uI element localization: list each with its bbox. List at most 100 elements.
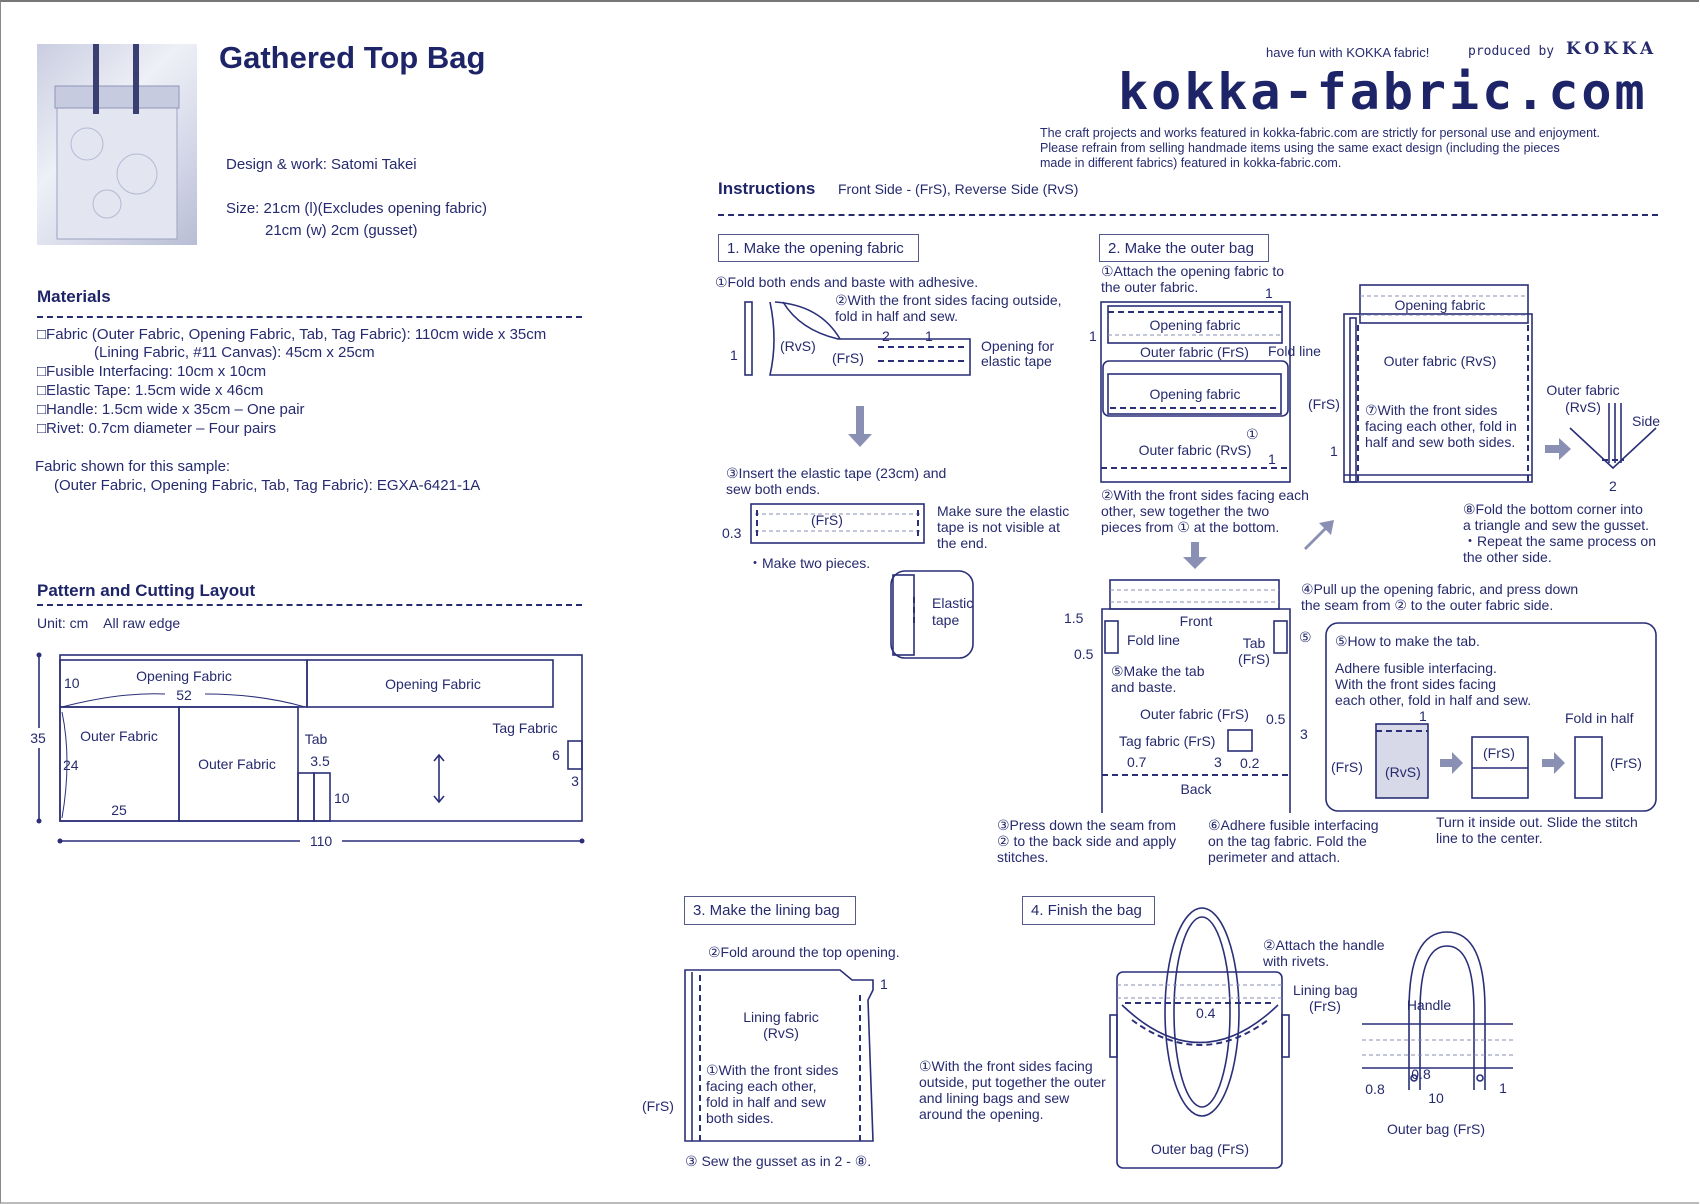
dimension-label: 10: [334, 790, 350, 806]
step3-text: ①With the front sides: [706, 1062, 839, 1078]
diagram-label: Outer bag (FrS): [1386, 1121, 1486, 1137]
dimension-label: 24: [63, 757, 79, 773]
dimension-label: 1: [1268, 451, 1276, 467]
gusset-triangle-diagram: [1569, 403, 1657, 470]
layout-heading: Pattern and Cutting Layout: [37, 581, 256, 600]
disclaimer-line: made in different fabrics) featured in k…: [1040, 156, 1342, 170]
tab-box-title: ⑤How to make the tab.: [1335, 633, 1480, 649]
step2-text: ②With the front sides facing each: [1101, 487, 1309, 503]
step1-title: 1. Make the opening fabric: [718, 234, 919, 262]
dimension-label: 3.5: [310, 753, 330, 769]
diagram-label: Opening fabric: [1394, 297, 1486, 313]
diagram-label: (FrS): [1610, 755, 1642, 771]
step1-note: the end.: [937, 535, 988, 551]
diagram-label: (FrS): [1238, 651, 1270, 667]
side-legend: Front Side - (FrS), Reverse Side (RvS): [838, 181, 1079, 197]
diagram-label: (RvS): [1565, 399, 1601, 415]
diagram-label: ⑤: [1299, 629, 1312, 645]
step2-text: ③Press down the seam from: [997, 817, 1177, 833]
step1-text: ③Insert the elastic tape (23cm) and: [726, 465, 947, 481]
dimension-label: 1.5: [1064, 610, 1084, 626]
dimension-label: 0.8: [1365, 1081, 1385, 1097]
step1-text: ②With the front sides facing outside,: [835, 292, 1062, 308]
diagram-label: elastic tape: [981, 353, 1052, 369]
dimension-label: 1: [1265, 285, 1273, 301]
diagram-label: Tab: [1242, 635, 1266, 651]
step3-text: fold in half and sew: [706, 1094, 826, 1110]
tagline: have fun with KOKKA fabric!: [1266, 45, 1430, 60]
step2-text: pieces from ① at the bottom.: [1101, 519, 1280, 535]
layout-tag-fabric: Tag Fabric: [492, 720, 558, 736]
arrow-down-icon: [1183, 542, 1207, 569]
diagram-label: Fold line: [1127, 632, 1180, 648]
dimension-label: 35: [30, 730, 46, 746]
dimension-label: 10: [64, 675, 80, 691]
diagram-label: (FrS): [1483, 745, 1515, 761]
step2-text: ・Repeat the same process on: [1463, 533, 1656, 549]
dimension-label: 0.7: [1127, 754, 1147, 770]
dimension-label: 3: [1214, 754, 1222, 770]
step2-text: ⑥Adhere fusible interfacing: [1208, 817, 1379, 833]
cutting-layout-diagram: [36, 652, 585, 844]
material-item: □Elastic Tape: 1.5cm wide x 46cm: [37, 382, 264, 399]
disclaimer-line: Please refrain from selling handmade ite…: [1040, 141, 1560, 155]
step1-note: Make sure the elastic: [937, 503, 1070, 519]
diagram-label: Lining fabric: [743, 1009, 819, 1025]
diagram-label: Lining bag: [1293, 982, 1358, 998]
diagram-label: Opening fabric: [1149, 386, 1241, 402]
diagram-label: Outer fabric (FrS): [1140, 344, 1249, 360]
step3-text: ②Fold around the top opening.: [708, 944, 900, 960]
step2-text: and baste.: [1111, 679, 1177, 695]
step2-text: the outer fabric.: [1101, 279, 1199, 295]
dimension-label: 1: [925, 328, 933, 344]
arrow-right-icon: [1545, 438, 1571, 460]
lining-bag-diagram: [684, 969, 874, 1142]
step2-text: other, sew together the two: [1101, 503, 1270, 519]
divider: [718, 214, 1658, 216]
diagram-label: Tag fabric (FrS): [1119, 733, 1216, 749]
layout-outer-fabric-2: Outer Fabric: [198, 756, 276, 772]
diagram-label: (FrS): [1331, 759, 1363, 775]
step1-text: fold in half and sew.: [835, 308, 958, 324]
step2-text: ⑧Fold the bottom corner into: [1463, 501, 1643, 517]
step4-title: 4. Finish the bag: [1022, 896, 1155, 925]
dimension-label: 3: [571, 773, 579, 789]
step2-text: ④Pull up the opening fabric, and press d…: [1301, 581, 1579, 597]
step2-text: a triangle and sew the gusset.: [1463, 517, 1650, 533]
step2-text: on the tag fabric. Fold the: [1208, 833, 1367, 849]
diagram-label: Outer fabric: [1546, 382, 1620, 398]
diagram-label: Fold line: [1268, 343, 1321, 359]
dimension-label: 0.3: [722, 525, 742, 541]
sample-fabric-value: (Outer Fabric, Opening Fabric, Tab, Tag …: [54, 477, 481, 494]
produced-by: produced by: [1468, 44, 1555, 59]
diagram-label: Side: [1632, 413, 1661, 429]
diagram-label: Front: [1179, 613, 1213, 629]
layout-opening-fabric-1: Opening Fabric: [136, 668, 232, 684]
step2-text: facing each other, fold in: [1365, 418, 1517, 434]
diagram-label: tape: [932, 612, 960, 628]
layout-outer-fabric-1: Outer Fabric: [80, 728, 158, 744]
material-item: (Lining Fabric, #11 Canvas): 45cm x 25cm: [94, 344, 375, 361]
diagram-label: (FrS): [832, 350, 864, 366]
step4-text: around the opening.: [919, 1106, 1044, 1122]
divider: [37, 316, 582, 318]
step2-text: the other side.: [1463, 549, 1552, 565]
kokka-brand: KOKKA: [1566, 39, 1658, 59]
step4-text: ①With the front sides facing: [919, 1058, 1093, 1074]
page-title: Gathered Top Bag: [219, 40, 486, 75]
step4-text: ②Attach the handle: [1263, 937, 1385, 953]
size-line-1: Size: 21cm (l)(Excludes opening fabric): [226, 200, 487, 217]
diagram-label: (RvS): [1385, 764, 1421, 780]
diagram-label: Opening for: [981, 338, 1055, 354]
diagram-label: (FrS): [1309, 998, 1341, 1014]
step1-text: ①Fold both ends and baste with adhesive.: [715, 274, 979, 290]
diagram-label: (RvS): [763, 1025, 799, 1041]
tab-box-text: each other, fold in half and sew.: [1335, 692, 1532, 708]
dimension-label: 110: [309, 833, 333, 849]
step3-text: both sides.: [706, 1110, 774, 1126]
diagram-label: (FrS): [1308, 396, 1340, 412]
unit-note: Unit: cm All raw edge: [37, 615, 181, 631]
tab-instructions-box: [1325, 622, 1657, 812]
diagram-label: Handle: [1406, 997, 1452, 1013]
